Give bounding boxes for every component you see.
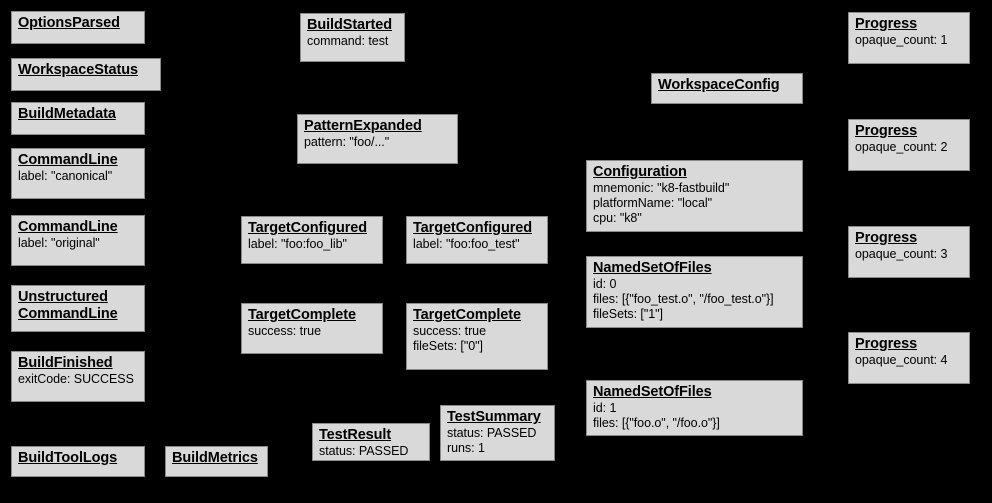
event-node-unstructured-command-line[interactable]: Unstructured CommandLine [11, 285, 145, 332]
event-node-fields: opaque_count: 4 [855, 353, 948, 367]
event-node-fields: id: 1 files: [{"foo.o", "/foo.o"}] [593, 401, 720, 430]
event-node-fields: success: true [248, 324, 321, 338]
event-node-title: TestResult [319, 427, 392, 443]
event-node-title: NamedSetOfFiles [593, 384, 712, 400]
event-node-title: PatternExpanded [304, 118, 422, 134]
event-node-title: BuildStarted [307, 17, 393, 33]
event-node-title: BuildMetadata [18, 106, 116, 122]
event-node-build-metrics[interactable]: BuildMetrics [165, 446, 268, 477]
event-node-fields: label: "canonical" [18, 169, 113, 183]
event-node-title: Progress [855, 336, 918, 352]
event-node-title: BuildFinished [18, 355, 113, 371]
event-node-title: TargetComplete [248, 307, 356, 323]
event-node-fields: id: 0 files: [{"foo_test.o", "/foo_test.… [593, 277, 774, 321]
event-node-fields: label: "original" [18, 236, 100, 250]
event-node-build-tool-logs[interactable]: BuildToolLogs [11, 446, 145, 477]
event-node-title: TestSummary [447, 409, 541, 425]
event-node-fields: opaque_count: 1 [855, 33, 948, 47]
event-node-title: WorkspaceStatus [18, 62, 138, 78]
event-node-title: Progress [855, 16, 918, 32]
event-node-title: BuildToolLogs [18, 450, 118, 466]
event-node-title: TargetConfigured [248, 220, 367, 236]
event-node-title: Configuration [593, 164, 687, 180]
event-node-fields: exitCode: SUCCESS [18, 372, 134, 386]
event-node-workspace-config[interactable]: WorkspaceConfig [651, 73, 803, 104]
event-node-title: BuildMetrics [172, 450, 258, 466]
event-node-fields: mnemonic: "k8-fastbuild" platformName: "… [593, 181, 730, 225]
event-node-title: TargetComplete [413, 307, 521, 323]
event-node-fields: opaque_count: 2 [855, 140, 948, 154]
event-node-fields: pattern: "foo/..." [304, 135, 390, 149]
event-node-workspace-status[interactable]: WorkspaceStatus [11, 58, 161, 91]
event-node-title: CommandLine [18, 152, 118, 168]
event-node-fields: status: PASSED [319, 444, 409, 458]
event-node-title: OptionsParsed [18, 15, 120, 31]
event-node-fields: label: "foo:foo_lib" [248, 237, 347, 251]
event-node-fields: label: "foo:foo_test" [413, 237, 520, 251]
event-node-title: Progress [855, 123, 918, 139]
event-node-build-metadata[interactable]: BuildMetadata [11, 102, 145, 135]
event-node-fields: success: true fileSets: ["0"] [413, 324, 486, 353]
event-node-title: NamedSetOfFiles [593, 260, 712, 276]
event-node-title: CommandLine [18, 219, 118, 235]
event-node-title: TargetConfigured [413, 220, 532, 236]
event-node-fields: command: test [307, 34, 389, 48]
event-node-title: Unstructured CommandLine [18, 289, 118, 322]
event-node-title: WorkspaceConfig [658, 77, 780, 93]
event-node-options-parsed[interactable]: OptionsParsed [11, 11, 145, 44]
event-node-fields: opaque_count: 3 [855, 247, 948, 261]
event-node-title: Progress [855, 230, 918, 246]
event-node-fields: status: PASSED runs: 1 [447, 426, 537, 455]
